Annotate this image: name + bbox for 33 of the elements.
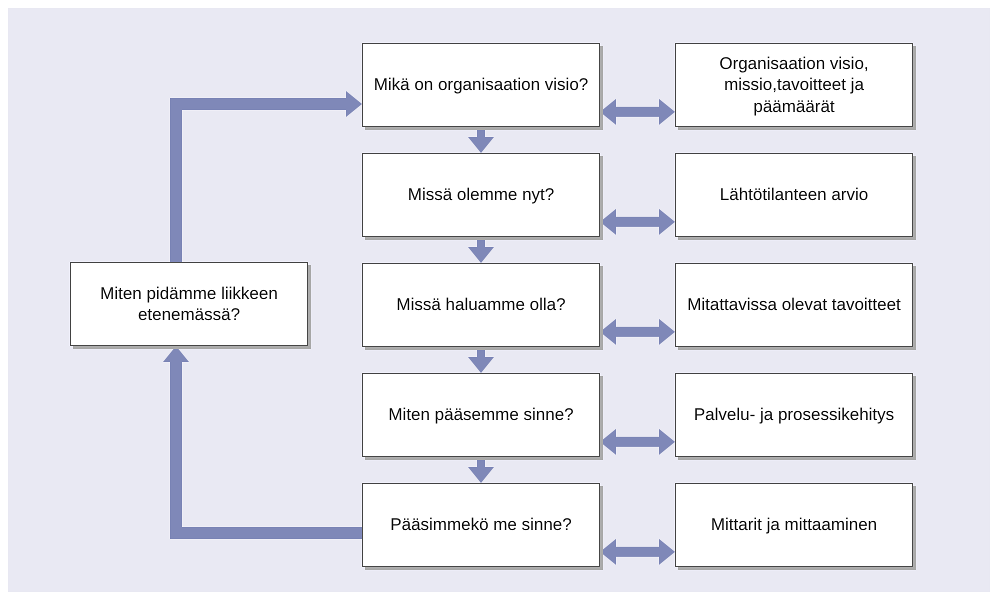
box-text: Palvelu- ja prosessikehitys (694, 404, 894, 426)
box-text: Lähtötilanteen arvio (720, 184, 868, 206)
arrow (600, 428, 675, 455)
process-box (362, 153, 600, 237)
box-text: Mittarit ja mittaaminen (710, 514, 878, 536)
arrow (468, 127, 494, 153)
arrow (468, 237, 494, 263)
box-text: Missä olemme nyt? (408, 184, 554, 206)
arrow (600, 538, 675, 565)
process-box (675, 43, 913, 127)
process-box (675, 483, 913, 567)
process-box (675, 263, 913, 347)
arrow (170, 91, 362, 262)
box-text: Miten pidämme liikkeen etenemässä? (99, 282, 279, 326)
arrow (163, 346, 362, 539)
process-box (362, 373, 600, 457)
box-text: Missä haluamme olla? (396, 294, 566, 316)
box-text: Organisaation visio, missio,tavoitteet ja päämäärät (718, 53, 870, 117)
arrow (468, 457, 494, 483)
box-text: Pääsimmekö me sinne? (390, 514, 572, 536)
box-text: Mitattavissa olevat tavoitteet (687, 294, 901, 316)
process-box (362, 483, 600, 567)
arrow (600, 208, 675, 235)
arrow (468, 347, 494, 373)
box-text: Mikä on organisaation visio? (374, 74, 588, 96)
box-text: Miten pääsemme sinne? (388, 404, 574, 426)
process-box (70, 262, 308, 346)
process-box (362, 263, 600, 347)
process-box (362, 43, 600, 127)
process-box (675, 373, 913, 457)
process-box (675, 153, 913, 237)
arrow (600, 318, 675, 345)
arrow (600, 98, 675, 125)
